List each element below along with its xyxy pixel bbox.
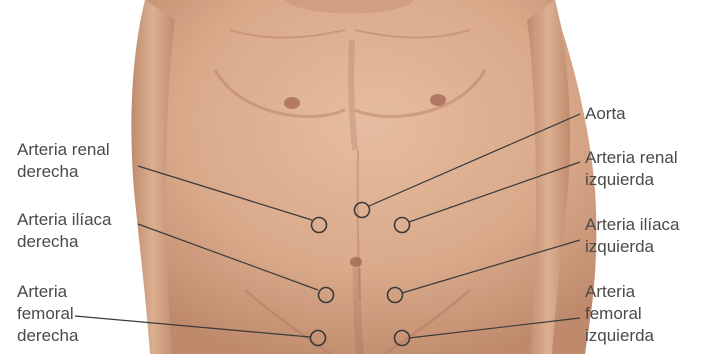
nipple-right <box>430 94 446 106</box>
label-femoral-left: Arteria femoral izquierda <box>585 281 654 347</box>
label-femoral-right-line1: Arteria <box>17 281 78 303</box>
label-iliac-left-line1: Arteria ilíaca <box>585 214 679 236</box>
label-renal-right: Arteria renal derecha <box>17 139 110 183</box>
label-femoral-left-line2: femoral <box>585 303 654 325</box>
label-renal-left-line2: izquierda <box>585 169 678 191</box>
label-aorta: Aorta <box>585 103 626 125</box>
label-iliac-right: Arteria ilíaca derecha <box>17 209 111 253</box>
label-renal-left: Arteria renal izquierda <box>585 147 678 191</box>
torso-body <box>145 0 596 354</box>
nipple-left <box>284 97 300 109</box>
label-femoral-right: Arteria femoral derecha <box>17 281 78 347</box>
label-iliac-left-line2: izquierda <box>585 236 679 258</box>
label-femoral-right-line2: femoral <box>17 303 78 325</box>
label-iliac-right-line2: derecha <box>17 231 111 253</box>
label-iliac-left: Arteria ilíaca izquierda <box>585 214 679 258</box>
label-renal-right-line2: derecha <box>17 161 110 183</box>
label-aorta-line1: Aorta <box>585 103 626 125</box>
label-femoral-left-line3: izquierda <box>585 325 654 347</box>
label-femoral-left-line1: Arteria <box>585 281 654 303</box>
label-renal-left-line1: Arteria renal <box>585 147 678 169</box>
label-renal-right-line1: Arteria renal <box>17 139 110 161</box>
label-femoral-right-line3: derecha <box>17 325 78 347</box>
navel <box>350 257 362 267</box>
label-iliac-right-line1: Arteria ilíaca <box>17 209 111 231</box>
